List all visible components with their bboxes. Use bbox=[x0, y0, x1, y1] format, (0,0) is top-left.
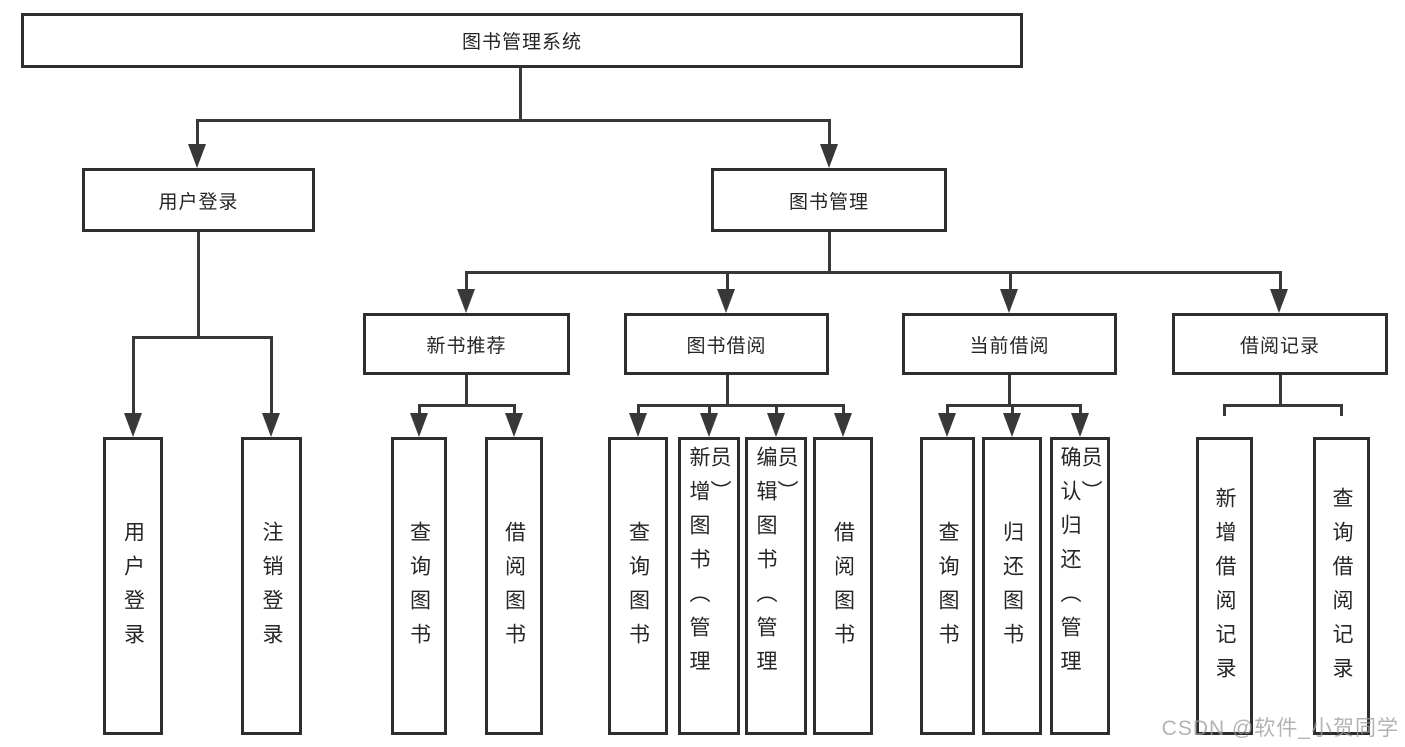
connector-line bbox=[1009, 271, 1012, 292]
arrow-down-icon bbox=[188, 144, 206, 168]
arrow-down-icon bbox=[1003, 413, 1021, 437]
connector-line bbox=[132, 336, 273, 339]
connector-line bbox=[1223, 404, 1343, 407]
leaf-edit-book-admin: 编辑图书（管理员） bbox=[745, 437, 807, 735]
node-borrow-record: 借阅记录 bbox=[1172, 313, 1388, 375]
connector-line bbox=[465, 271, 1282, 274]
connector-line bbox=[1279, 375, 1282, 406]
connector-line bbox=[708, 404, 711, 416]
leaf-confirm-return-admin: 确认归还（管理员） bbox=[1050, 437, 1110, 735]
arrow-down-icon bbox=[629, 413, 647, 437]
node-user-login-label: 用户登录 bbox=[158, 191, 239, 213]
node-current-borrow-label: 当前借阅 bbox=[969, 335, 1050, 357]
leaf-query-book-3: 查询图书 bbox=[920, 437, 975, 735]
node-current-borrow: 当前借阅 bbox=[902, 313, 1117, 375]
leaf-user-login: 用户登录 bbox=[103, 437, 163, 735]
connector-line bbox=[270, 336, 273, 416]
connector-line bbox=[1279, 271, 1282, 292]
leaf-query-book-1: 查询图书 bbox=[391, 437, 447, 735]
arrow-down-icon bbox=[1270, 289, 1288, 313]
connector-line bbox=[197, 232, 200, 338]
connector-line bbox=[465, 375, 468, 406]
arrow-down-icon bbox=[700, 413, 718, 437]
node-book-borrow-label: 图书借阅 bbox=[686, 335, 767, 357]
watermark: CSDN @软件_小贺同学 bbox=[1161, 717, 1399, 740]
connector-line bbox=[828, 232, 831, 273]
node-user-login: 用户登录 bbox=[82, 168, 315, 232]
arrow-down-icon bbox=[457, 289, 475, 313]
arrow-down-icon bbox=[834, 413, 852, 437]
connector-line bbox=[637, 404, 845, 407]
connector-line bbox=[418, 404, 421, 416]
node-root-label: 图书管理系统 bbox=[461, 32, 582, 53]
leaf-query-borrow-record: 查询借阅记录 bbox=[1313, 437, 1370, 735]
connector-line bbox=[946, 404, 949, 416]
arrow-down-icon bbox=[410, 413, 428, 437]
arrow-down-icon bbox=[262, 413, 280, 437]
arrow-down-icon bbox=[767, 413, 785, 437]
leaf-return-book: 归还图书 bbox=[982, 437, 1042, 735]
connector-line bbox=[1079, 404, 1082, 416]
node-root: 图书管理系统 bbox=[21, 13, 1023, 68]
connector-line bbox=[828, 119, 831, 147]
connector-line bbox=[465, 271, 468, 292]
node-new-book-recommend-label: 新书推荐 bbox=[426, 335, 507, 357]
connector-line bbox=[196, 119, 199, 147]
node-book-management-label: 图书管理 bbox=[788, 191, 869, 213]
connector-line bbox=[513, 404, 516, 416]
connector-line bbox=[946, 404, 1082, 407]
connector-line bbox=[1340, 404, 1343, 416]
connector-line bbox=[1223, 404, 1226, 416]
node-book-borrow: 图书借阅 bbox=[624, 313, 829, 375]
connector-line bbox=[1011, 404, 1014, 416]
connector-line bbox=[132, 336, 135, 416]
node-borrow-record-label: 借阅记录 bbox=[1239, 335, 1320, 357]
leaf-add-borrow-record: 新增借阅记录 bbox=[1196, 437, 1253, 735]
connector-line bbox=[775, 404, 778, 416]
connector-line bbox=[842, 404, 845, 416]
arrow-down-icon bbox=[505, 413, 523, 437]
leaf-query-book-2: 查询图书 bbox=[608, 437, 668, 735]
connector-line bbox=[418, 404, 516, 407]
connector-line bbox=[637, 404, 640, 416]
arrow-down-icon bbox=[1071, 413, 1089, 437]
connector-line bbox=[519, 68, 522, 121]
connector-line bbox=[196, 119, 831, 122]
leaf-logout: 注销登录 bbox=[241, 437, 302, 735]
connector-line bbox=[726, 271, 729, 292]
arrow-down-icon bbox=[938, 413, 956, 437]
arrow-down-icon bbox=[820, 144, 838, 168]
leaf-borrow-book-1: 借阅图书 bbox=[485, 437, 543, 735]
connector-line bbox=[1008, 375, 1011, 406]
node-new-book-recommend: 新书推荐 bbox=[363, 313, 570, 375]
connector-line bbox=[726, 375, 729, 406]
leaf-add-book-admin: 新增图书（管理员） bbox=[678, 437, 740, 735]
node-book-management: 图书管理 bbox=[711, 168, 947, 232]
arrow-down-icon bbox=[124, 413, 142, 437]
arrow-down-icon bbox=[717, 289, 735, 313]
leaf-borrow-book-2: 借阅图书 bbox=[813, 437, 873, 735]
arrow-down-icon bbox=[1000, 289, 1018, 313]
